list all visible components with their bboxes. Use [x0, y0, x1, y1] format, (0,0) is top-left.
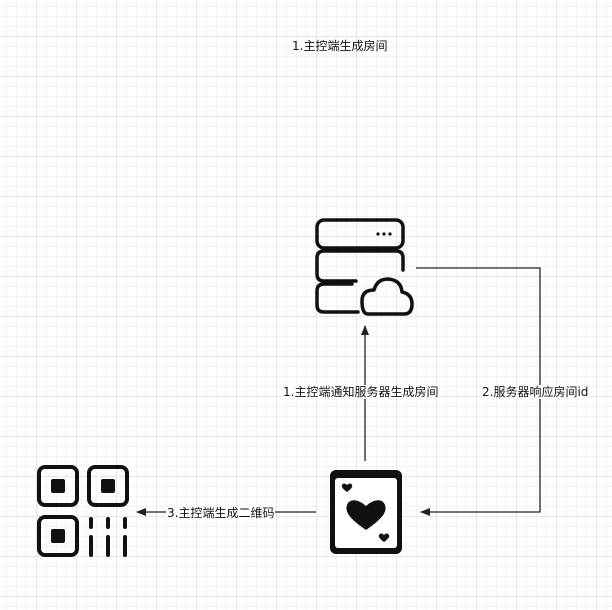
qr-code-icon: [37, 465, 129, 557]
playing-card-heart-icon: [330, 470, 402, 554]
server-cloud-icon: [315, 218, 414, 316]
diagram-title: 1.主控端生成房间: [292, 39, 388, 53]
edge-label-notify-server: 1.主控端通知服务器生成房间: [282, 385, 440, 399]
edge-label-generate-qr: 3.主控端生成二维码: [166, 506, 276, 520]
edge-label-server-response: 2.服务器响应房间id: [481, 385, 590, 399]
